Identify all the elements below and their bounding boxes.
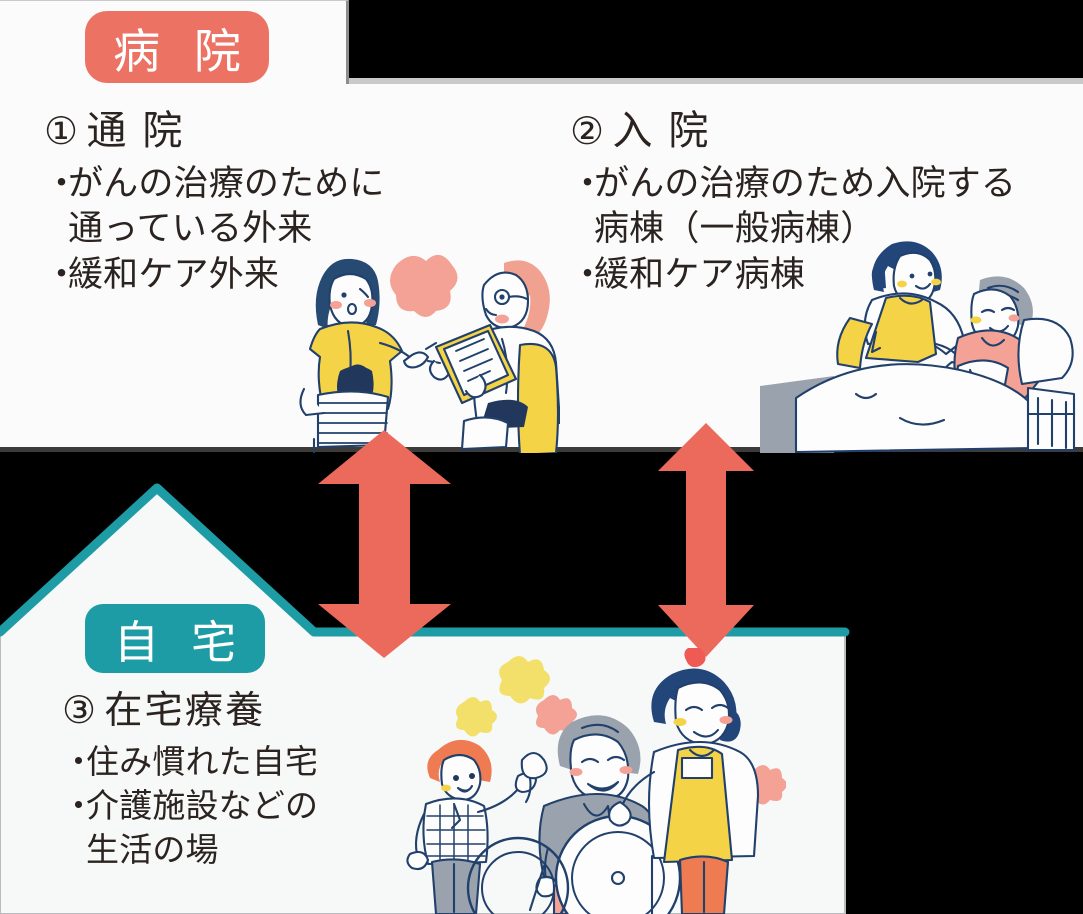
bullet-dot: ・ xyxy=(44,163,80,203)
bullet-text: 生活の場 xyxy=(86,831,219,869)
bullet-text: がんの治療のために xyxy=(68,163,385,203)
bullet-dot: ・ xyxy=(44,254,80,294)
bullet-text: 緩和ケア病棟 xyxy=(594,254,806,294)
bullet-line: ・ 緩和ケア病棟 xyxy=(570,252,1030,298)
bullet-line: ・ 介護施設などの xyxy=(62,784,382,828)
bullet-text: 通っている外来 xyxy=(68,209,313,249)
bullet-text: 緩和ケア外来 xyxy=(68,254,280,294)
bullet-text: 介護施設などの xyxy=(86,787,319,825)
bullet-line: ・ 通っている外来 xyxy=(44,206,374,252)
hospital-panel-notch-shadow xyxy=(349,78,1083,85)
section-title: 入 院 xyxy=(612,109,711,153)
bullet-text: がんの治療のため入院する xyxy=(594,163,1017,203)
bullet-dot: ・ xyxy=(62,742,96,780)
section-title: 在宅療養 xyxy=(104,690,266,732)
section-outpatient-bullets: ・ がんの治療のために ・ 通っている外来 ・ 緩和ケア外来 xyxy=(44,161,384,298)
bullet-line: ・ 緩和ケア外来 xyxy=(44,252,374,298)
section-number: ③ xyxy=(62,690,99,732)
illustration-hospital-ward xyxy=(760,241,1076,453)
section-inpatient-bullets: ・ がんの治療のため入院する ・ 病棟（一般病棟） ・ 緩和ケア病棟 xyxy=(570,161,1030,298)
bullet-dot: ・ xyxy=(570,254,606,294)
illustration-home-care xyxy=(406,648,786,914)
badge-home: 自 宅 xyxy=(85,604,265,673)
section-number: ② xyxy=(570,111,607,153)
arrow-left-bidirectional xyxy=(318,430,451,658)
section-inpatient: ②入 院 ・ がんの治療のため入院する ・ 病棟（一般病棟） ・ 緩和ケア病棟 xyxy=(570,106,1030,297)
bullet-line: ・ がんの治療のため入院する xyxy=(570,161,1030,207)
bullet-dot: ・ xyxy=(570,163,606,203)
section-home-care-bullets: ・ 住み慣れた自宅 ・ 介護施設などの ・ 生活の場 xyxy=(62,740,382,873)
section-outpatient: ①通 院 ・ がんの治療のために ・ 通っている外来 ・ 緩和ケア外来 xyxy=(44,106,384,298)
bullet-line: ・ 住み慣れた自宅 xyxy=(62,740,382,784)
illustration-clinic-consultation xyxy=(299,254,560,453)
section-title: 通 院 xyxy=(86,109,185,153)
bullet-line: ・ 生活の場 xyxy=(62,828,382,872)
bullet-dot: ・ xyxy=(62,787,96,825)
bullet-line: ・ 病棟（一般病棟） xyxy=(570,206,1030,252)
arrow-right-bidirectional xyxy=(658,423,754,657)
badge-hospital: 病 院 xyxy=(85,11,269,83)
bullet-line: ・ がんの治療のために xyxy=(44,161,384,207)
bullet-text: 病棟（一般病棟） xyxy=(594,209,876,249)
section-number: ① xyxy=(44,111,81,153)
bullet-text: 住み慣れた自宅 xyxy=(86,742,319,780)
